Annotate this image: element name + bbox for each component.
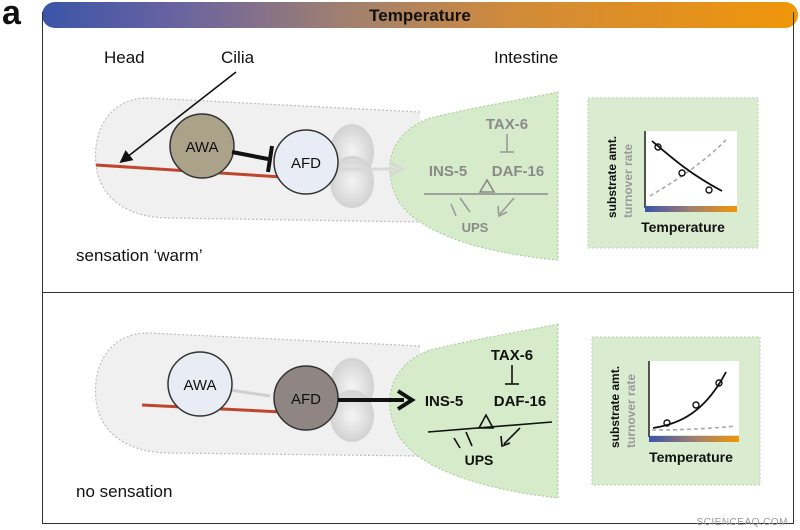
balance-fulcrum xyxy=(478,178,496,193)
awa-faded-link xyxy=(229,388,271,398)
awa-label: AWA xyxy=(185,139,218,156)
graph-ylabel-primary: substrate amt. xyxy=(605,136,619,218)
top-worm xyxy=(94,71,559,261)
afd-label: AFD xyxy=(291,155,321,172)
ins5-inhibits-ups xyxy=(465,431,473,447)
temperature-axis-gradient xyxy=(649,436,739,442)
ins5-inhibits-ups xyxy=(459,197,471,213)
ins5-label: INS-5 xyxy=(429,163,467,180)
head-label: Head xyxy=(104,48,145,67)
intestine-region xyxy=(389,323,559,499)
data-point xyxy=(692,401,700,409)
tax6-label: TAX-6 xyxy=(486,116,528,133)
inhibition-bar xyxy=(266,145,274,173)
ins5-inhibition-bar xyxy=(450,203,457,217)
daf16-activates-ups xyxy=(503,427,521,445)
bottom-inset-graph: substrate amt. turnover rate Temperature xyxy=(591,336,761,486)
afd-label: AFD xyxy=(291,391,321,408)
daf16-label: DAF-16 xyxy=(492,163,545,180)
afd-neuron xyxy=(273,129,339,195)
graph-plot-area xyxy=(645,131,737,206)
daf16-arrowhead xyxy=(500,435,511,448)
graph-xlabel: Temperature xyxy=(649,449,733,465)
temperature-axis-gradient xyxy=(645,206,737,212)
data-point xyxy=(663,419,671,427)
watermark: SCIENCEAQ.COM xyxy=(696,517,788,528)
substrate-amount-curve xyxy=(652,371,727,429)
graph-ylabel-secondary: turnover rate xyxy=(624,374,638,448)
temperature-bar-label: Temperature xyxy=(369,6,471,25)
bottom-condition-label: no sensation xyxy=(76,482,173,501)
data-point xyxy=(678,169,686,177)
turnover-rate-curve xyxy=(651,425,737,431)
tax6-label: TAX-6 xyxy=(491,347,533,364)
graph-ylabel-primary: substrate amt. xyxy=(608,366,622,448)
data-point xyxy=(705,186,713,194)
ins5-label: INS-5 xyxy=(425,393,463,410)
daf16-activates-ups xyxy=(499,197,515,215)
pharynx-lobe xyxy=(330,390,374,442)
temperature-gradient-bar: Temperature xyxy=(42,2,798,28)
panel-divider xyxy=(42,292,794,293)
bottom-worm xyxy=(94,323,559,499)
awa-neuron xyxy=(169,113,235,179)
balance-fulcrum xyxy=(477,413,495,429)
intestine-region xyxy=(389,91,559,261)
awa-label: AWA xyxy=(183,377,216,394)
afd-signal-arrowhead xyxy=(396,389,416,411)
data-point xyxy=(654,143,662,151)
panel-letter: a xyxy=(2,0,21,32)
cilia-label: Cilia xyxy=(221,48,255,67)
graph-ylabel-secondary: turnover rate xyxy=(621,144,635,218)
awa-neuron xyxy=(167,351,233,417)
daf16-label: DAF-16 xyxy=(494,393,547,410)
substrate-amount-curve xyxy=(651,140,723,192)
afd-signal-arrowhead xyxy=(389,160,405,178)
ups-label: UPS xyxy=(465,452,494,468)
cilia-pointer-arrow xyxy=(119,71,237,163)
ups-label: UPS xyxy=(462,220,489,235)
intestine-label: Intestine xyxy=(494,48,559,67)
top-inset-graph: substrate amt. turnover rate Temperature xyxy=(587,97,759,249)
graph-xlabel: Temperature xyxy=(641,219,725,235)
ins5-inhibition-bar xyxy=(453,437,461,449)
daf16-arrowhead xyxy=(497,205,508,218)
figure-frame xyxy=(42,12,794,524)
balance-beam xyxy=(427,421,553,433)
awa-inhibits-afd xyxy=(231,150,269,161)
turnover-rate-curve xyxy=(649,139,727,197)
top-condition-label: sensation ‘warm’ xyxy=(76,246,203,265)
data-point xyxy=(715,379,723,387)
